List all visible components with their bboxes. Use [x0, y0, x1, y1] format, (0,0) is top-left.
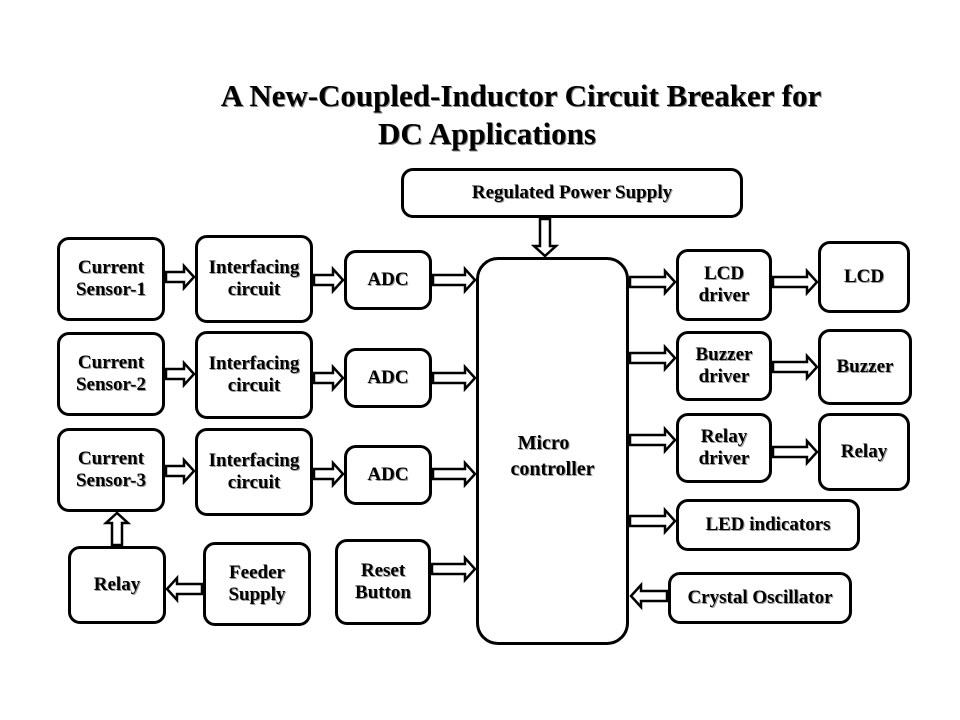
arrow-micro-to-led-indicators — [628, 506, 677, 536]
current-sensor-1-label-line1: Current — [77, 257, 145, 278]
current-sensor-3-label-line2: Sensor-3 — [75, 470, 147, 491]
interfacing-circuit-2-label-line2: circuit — [227, 375, 281, 396]
arrow-interfacing1-to-adc1 — [312, 265, 345, 295]
relay-input-block: Relay — [68, 546, 166, 624]
arrow-adc1-to-micro — [431, 265, 477, 295]
diagram-title-line-1: A New-Coupled-Inductor Circuit Breaker f… — [220, 78, 822, 113]
relay-driver-label-line1: Relay — [700, 426, 748, 447]
led-indicators-block: LED indicators — [676, 499, 860, 551]
arrow-relay-to-sensor3 — [102, 511, 132, 547]
arrow-sensor2-to-interfacing2 — [164, 359, 196, 389]
crystal-oscillator-label: Crystal Oscillator — [687, 587, 833, 608]
arrow-buzzer-driver-to-buzzer — [771, 352, 819, 382]
feeder-supply-label-line2: Supply — [228, 584, 286, 605]
interfacing-circuit-1-label-line1: Interfacing — [208, 257, 300, 278]
buzzer-label: Buzzer — [836, 356, 894, 377]
arrow-micro-to-buzzer-driver — [628, 343, 677, 373]
current-sensor-2-label-line2: Sensor-2 — [75, 374, 147, 395]
relay-input-label: Relay — [93, 574, 141, 595]
arrow-feeder-to-relay — [165, 574, 204, 604]
regulated-power-supply-label: Regulated Power Supply — [471, 182, 673, 203]
crystal-oscillator-block: Crystal Oscillator — [668, 572, 852, 624]
adc-3-block: ADC — [344, 445, 432, 505]
microcontroller-label-line1: Micro — [517, 432, 570, 454]
interfacing-circuit-1-label-line2: circuit — [227, 279, 281, 300]
arrow-micro-to-relay-driver — [628, 425, 677, 455]
buzzer-driver-label-line2: driver — [698, 366, 750, 387]
arrow-relay-driver-to-relay — [771, 437, 819, 467]
lcd-driver-label-line2: driver — [698, 285, 750, 306]
feeder-supply-label-line1: Feeder — [229, 562, 285, 583]
led-indicators-label: LED indicators — [705, 514, 831, 535]
reset-button-label-line2: Button — [355, 582, 411, 603]
lcd-driver-label-line1: LCD — [703, 263, 745, 284]
adc-2-block: ADC — [344, 348, 432, 408]
arrow-lcd-driver-to-lcd — [771, 267, 819, 297]
microcontroller-label-line2: controller — [510, 458, 595, 480]
regulated-power-supply-block: Regulated Power Supply — [401, 168, 743, 218]
relay-output-label: Relay — [840, 441, 888, 462]
interfacing-circuit-3-label-line1: Interfacing — [208, 450, 300, 471]
arrow-adc2-to-micro — [431, 363, 477, 393]
reset-button-label-line1: Reset — [360, 560, 406, 581]
arrow-crystal-to-micro — [629, 581, 669, 611]
lcd-label: LCD — [843, 266, 885, 287]
arrow-micro-to-lcd-driver — [628, 267, 677, 297]
relay-output-block: Relay — [818, 413, 910, 491]
lcd-block: LCD — [818, 241, 910, 313]
adc-1-label: ADC — [367, 269, 409, 290]
arrow-adc3-to-micro — [431, 459, 477, 489]
current-sensor-3-label-line1: Current — [77, 448, 145, 469]
interfacing-circuit-2-label-line1: Interfacing — [208, 353, 300, 374]
adc-2-label: ADC — [367, 367, 409, 388]
arrow-sensor3-to-interfacing3 — [164, 456, 196, 486]
buzzer-block: Buzzer — [818, 329, 912, 405]
diagram-title-line-2: DC Applications — [378, 116, 596, 151]
interfacing-circuit-3-label-line2: circuit — [227, 472, 281, 493]
adc-1-block: ADC — [344, 250, 432, 310]
arrow-interfacing3-to-adc3 — [312, 459, 345, 489]
adc-3-label: ADC — [367, 464, 409, 485]
arrow-power-to-micro — [530, 217, 560, 258]
arrow-sensor1-to-interfacing1 — [164, 262, 196, 292]
current-sensor-1-label-line2: Sensor-1 — [75, 279, 147, 300]
arrow-interfacing2-to-adc2 — [312, 363, 345, 393]
current-sensor-2-label-line1: Current — [77, 352, 145, 373]
arrow-reset-to-micro — [430, 554, 477, 584]
relay-driver-label-line2: driver — [698, 448, 750, 469]
microcontroller-block: Micro controller — [476, 257, 629, 645]
buzzer-driver-label-line1: Buzzer — [695, 344, 753, 365]
